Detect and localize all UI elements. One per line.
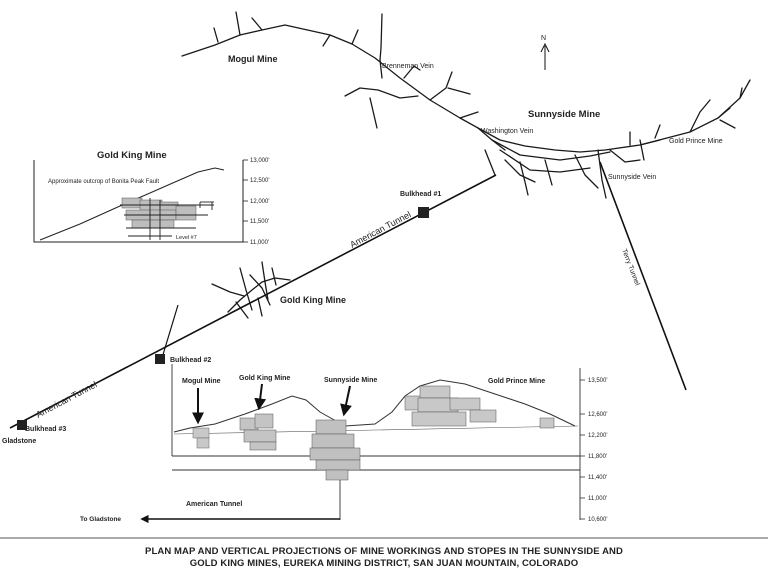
bulkhead-2-marker xyxy=(155,354,165,364)
terry-tunnel-line xyxy=(599,161,687,391)
shaft-line xyxy=(161,304,179,359)
proj-elev-12600: 12,600' xyxy=(588,412,608,418)
washington-vein-label: Washington Vein xyxy=(481,128,533,135)
north-label: N xyxy=(541,35,546,42)
inset-elev-11500: 11,500' xyxy=(250,219,269,225)
inset-title: Gold King Mine xyxy=(97,150,167,161)
inset-elev-13000: 13,000' xyxy=(250,158,270,164)
caption-line-2: GOLD KING MINES, EUREKA MINING DISTRICT,… xyxy=(189,558,579,569)
sunnyside-mine-label: Sunnyside Mine xyxy=(528,109,600,120)
gold-king-mine-label: Gold King Mine xyxy=(280,295,346,305)
proj-elev-13500: 13,500' xyxy=(588,378,608,384)
north-arrow-icon xyxy=(540,42,550,70)
terry-tunnel-label: Terry Tunnel xyxy=(620,248,640,287)
bulkhead-3-label: Bulkhead #3 xyxy=(25,426,66,433)
proj-elev-11800: 11,800' xyxy=(588,454,607,460)
proj-american-tunnel-label: American Tunnel xyxy=(186,501,242,508)
mogul-mine-label: Mogul Mine xyxy=(228,54,278,64)
inset-level-label: Level #7 xyxy=(176,235,197,241)
proj-elev-11400: 11,400' xyxy=(588,475,607,481)
brenneman-vein-label: Brenneman Vein xyxy=(382,63,434,70)
figure-caption: PLAN MAP AND VERTICAL PROJECTIONS OF MIN… xyxy=(0,546,768,570)
bulkhead-1-marker xyxy=(418,207,429,218)
proj-gold-king-label: Gold King Mine xyxy=(239,375,290,382)
proj-elev-11000: 11,000' xyxy=(588,496,607,502)
gladstone-label: Gladstone xyxy=(2,438,36,445)
caption-line-1: PLAN MAP AND VERTICAL PROJECTIONS OF MIN… xyxy=(145,546,623,557)
proj-gold-prince-label: Gold Prince Mine xyxy=(488,378,545,385)
proj-sunnyside-label: Sunnyside Mine xyxy=(324,377,377,384)
inset-elev-11000: 11,000' xyxy=(250,240,269,246)
inset-elev-12500: 12,500' xyxy=(250,178,270,184)
inset-elev-12000: 12,000' xyxy=(250,199,270,205)
american-tunnel-plan-line xyxy=(9,174,497,429)
bulkhead-1-label: Bulkhead #1 xyxy=(400,191,441,198)
plan-mine-workings xyxy=(181,11,751,319)
inset-fault-note: Approximate outcrop of Bonita Peak Fault xyxy=(48,179,159,185)
american-tunnel-upper-label: American Tunnel xyxy=(348,209,412,250)
bulkhead-3-marker xyxy=(17,420,27,430)
gold-king-inset xyxy=(33,159,248,243)
proj-elev-12200: 12,200' xyxy=(588,433,608,439)
american-tunnel-lower-label: American Tunnel xyxy=(34,379,98,420)
vertical-projection xyxy=(140,364,585,524)
proj-elev-10600: 10,600' xyxy=(588,517,608,523)
bulkhead-2-label: Bulkhead #2 xyxy=(170,357,211,364)
sunnyside-vein-label: Sunnyside Vein xyxy=(608,174,656,181)
gold-prince-mine-label: Gold Prince Mine xyxy=(669,138,723,145)
proj-mogul-label: Mogul Mine xyxy=(182,378,221,385)
to-gladstone-label: To Gladstone xyxy=(80,516,121,523)
